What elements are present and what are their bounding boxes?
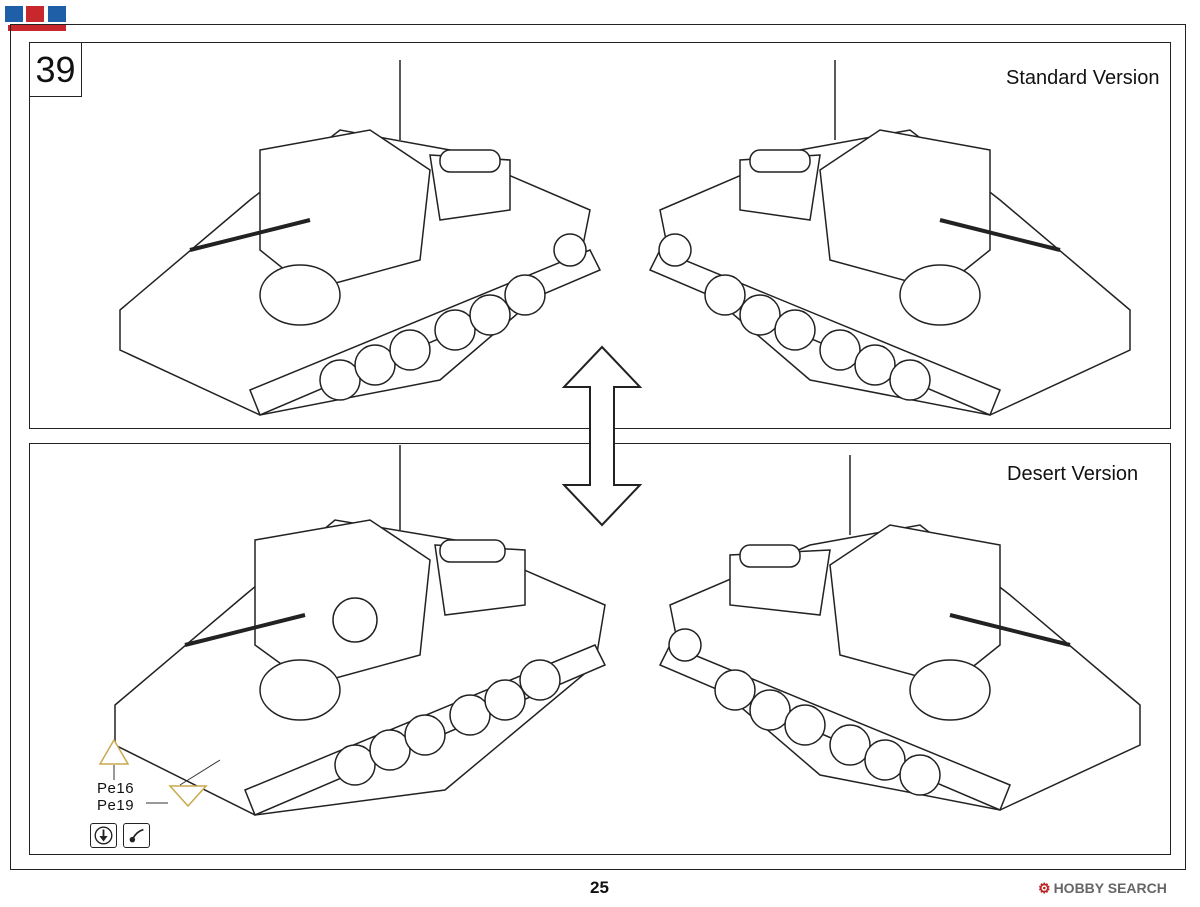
double-arrow-icon: [561, 345, 643, 527]
bend-icon: [123, 823, 150, 848]
part-label-pe19: Pe19: [97, 797, 135, 814]
page-frame: [10, 24, 1186, 870]
source-badge-icon: ⚙: [1038, 880, 1051, 896]
tank-standard-right: [648, 60, 1131, 416]
source-watermark: ⚙HOBBY SEARCH: [1038, 880, 1167, 897]
desert-version-label: Desert Version: [1007, 463, 1139, 485]
step-number: 39: [29, 42, 82, 97]
page-number: 25: [590, 878, 609, 897]
tank-desert-left: [114, 445, 607, 816]
tank-desert-right: [658, 455, 1141, 811]
pe-leader-lines: [113, 759, 221, 804]
press-down-icon: [90, 823, 117, 848]
standard-version-label: Standard Version: [1006, 67, 1160, 89]
watermark-logo: [5, 6, 66, 31]
pe19-marker-icon: [168, 785, 208, 808]
part-label-pe16: Pe16: [97, 780, 135, 797]
pe16-marker-icon: [98, 738, 130, 765]
source-name: HOBBY SEARCH: [1053, 880, 1167, 896]
tank-standard-left: [119, 60, 602, 416]
